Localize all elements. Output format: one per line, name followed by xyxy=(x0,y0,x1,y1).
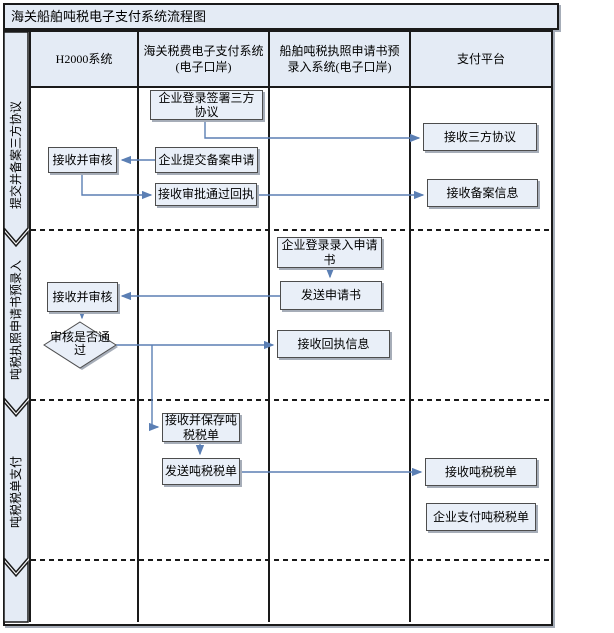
node-submit-filing: 企业提交备案申请 xyxy=(155,147,258,173)
section-label-preentry: 吨税执照申请书预录入 xyxy=(9,260,23,381)
header-divider xyxy=(31,86,551,88)
lane-divider xyxy=(268,30,270,622)
lane-header-payment-platform: 支付平台 xyxy=(411,32,551,86)
node-login-sign-agreement: 企业登录签署三方协议 xyxy=(150,90,263,120)
node-send-tonnage-bill: 发送吨税税单 xyxy=(162,458,240,485)
lane-divider xyxy=(29,30,31,622)
node-receive-save-tonnage-bill: 接收并保存吨税税单 xyxy=(162,413,240,442)
section-label-payment: 吨税税单支付 xyxy=(9,456,23,529)
decision-diamond-shape xyxy=(43,321,118,370)
node-receive-review-2: 接收并审核 xyxy=(47,282,118,312)
node-receive-approval-receipt: 接收审批通过回执 xyxy=(155,183,257,206)
node-receive-receipt-info: 接收回执信息 xyxy=(277,330,390,358)
node-receive-review-1: 接收并审核 xyxy=(48,147,117,173)
diagram-title: 海关船舶吨税电子支付系统流程图 xyxy=(3,3,559,30)
section-label-agreement: 提交并备案三方协议 xyxy=(9,101,23,210)
node-login-enter-application: 企业登录录入申请书 xyxy=(277,237,382,268)
lane-header-epayment-system: 海关税费电子支付系统(电子口岸) xyxy=(139,32,268,86)
node-pay-tonnage-bill: 企业支付吨税税单 xyxy=(426,503,536,531)
lane-header-h2000: H2000系统 xyxy=(31,32,137,86)
node-receive-agreement: 接收三方协议 xyxy=(423,123,537,151)
lane-divider xyxy=(137,30,139,622)
node-receive-filing-info: 接收备案信息 xyxy=(427,179,538,207)
node-receive-tonnage-bill: 接收吨税税单 xyxy=(425,458,537,486)
lane-divider xyxy=(409,30,411,622)
node-review-pass-decision: 审核是否通过 xyxy=(49,330,110,358)
lane-header-preentry-system: 船舶吨税执照申请书预录入系统(电子口岸) xyxy=(270,32,409,86)
node-send-application: 发送申请书 xyxy=(280,281,382,310)
